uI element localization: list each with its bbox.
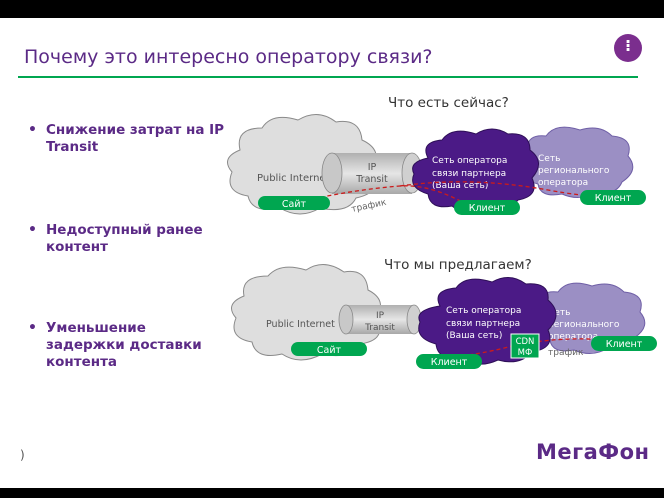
public-internet-label: Public Internet [266, 319, 335, 330]
bullet-text: Снижение затрат на IP Transit [46, 122, 225, 155]
transit-label-line1: IP [368, 162, 377, 173]
megafon-logo-icon: ⁝ [614, 34, 642, 62]
partner-label-line3: (Ваша сеть) [432, 181, 488, 191]
title-divider [18, 76, 638, 78]
partner-label-line1: Сеть оператора [446, 306, 521, 316]
client-label: Клиент [431, 357, 468, 368]
bottom-bar [0, 488, 664, 498]
site-label: Сайт [317, 345, 342, 356]
client-badge-regional: Клиент [580, 190, 646, 205]
regional-label-line3: оператора [538, 178, 588, 188]
client-label: Клиент [595, 193, 632, 204]
traffic-label: трафик [548, 348, 584, 358]
cdn-box: CDN МФ [510, 333, 540, 359]
client-label: Клиент [606, 339, 643, 350]
partner-label-line2: связи партнера [432, 169, 506, 179]
partner-label-line1: Сеть оператора [432, 156, 507, 166]
ip-transit-pipe: IP Transit [321, 152, 423, 194]
slide-title: Почему это интересно оператору связи? [24, 46, 433, 68]
bullet-dot-icon: • [28, 222, 37, 238]
partner-label-line3: (Ваша сеть) [446, 331, 502, 341]
heading-current: Что есть сейчас? [388, 95, 509, 111]
regional-label-line3: оператора [548, 332, 598, 342]
site-badge: Сайт [291, 342, 367, 356]
site-badge: Сайт [258, 196, 330, 210]
regional-label-line1: Сеть [548, 308, 570, 318]
regional-label-line1: Сеть [538, 154, 560, 164]
transit-label-line2: Transit [364, 323, 395, 333]
public-internet-cloud: Public Internet [231, 264, 381, 361]
transit-label-line2: Transit [355, 174, 388, 185]
ip-transit-pipe: IP Transit [338, 304, 422, 335]
transit-label-line1: IP [376, 311, 385, 321]
client-label: Клиент [469, 203, 506, 214]
bullet-text: Недоступный ранее контент [46, 222, 203, 255]
bullet-dot-icon: • [28, 320, 37, 336]
partner-network-cloud: Сеть оператора связи партнера (Ваша сеть… [412, 128, 539, 213]
regional-label-line2: регионального [548, 320, 620, 330]
page-marker: ) [20, 448, 25, 462]
client-badge-regional: Клиент [591, 336, 657, 351]
brand-logo: МегаФон [536, 440, 650, 464]
bullet-text: Уменьшение задержки доставки контента [46, 320, 202, 370]
regional-label-line2: регионального [538, 166, 610, 176]
site-label: Сайт [282, 199, 307, 210]
cdn-label-line2: МФ [518, 348, 533, 358]
heading-offer: Что мы предлагаем? [384, 257, 532, 273]
client-badge-partner: Клиент [416, 354, 482, 369]
traffic-label: трафик [351, 198, 388, 215]
top-bar [0, 0, 664, 18]
partner-label-line2: связи партнера [446, 319, 520, 329]
public-internet-label: Public Internet [257, 173, 330, 184]
bullet-dot-icon: • [28, 122, 37, 138]
cdn-label-line1: CDN [516, 337, 535, 347]
regional-operator-cloud: Сеть регионального оператора [519, 126, 634, 198]
client-badge-partner: Клиент [454, 200, 520, 215]
